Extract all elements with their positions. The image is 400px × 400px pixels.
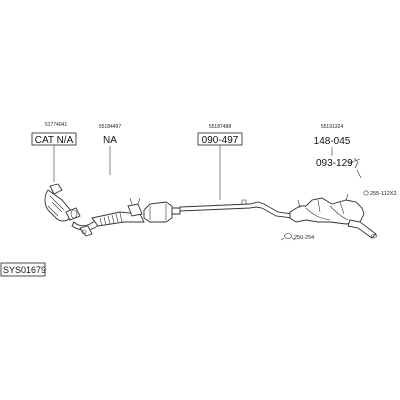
catalyst-drawing: [44, 183, 81, 222]
rubber-mount-icon: [363, 190, 369, 196]
part-label-rubber-mount: 255-112X2: [370, 191, 397, 197]
callout-center-pipe: 55187488 090-497: [197, 124, 243, 200]
callout-clamp: 250-254: [280, 233, 314, 241]
clamp-bolt-icon: [280, 237, 296, 241]
callout-catalyst: 51774041 CAT N/A: [31, 122, 77, 182]
system-code-box: [0, 262, 46, 277]
system-code: SYS01679: [3, 265, 46, 275]
part-label-center-pipe: 090-497: [202, 135, 239, 146]
center-pipe-drawing: [179, 199, 293, 219]
system-code-badge: SYS01679: [0, 262, 46, 277]
part-label-rear-silencer: 148-045: [314, 136, 351, 147]
clamp-icon: [284, 233, 292, 239]
oe-number-front-pipe: 55184497: [99, 124, 121, 130]
center-catalyst-drawing: [143, 201, 181, 223]
callout-rubber-mount: 255-112X2: [363, 190, 397, 197]
exhaust-drawing: [44, 183, 377, 239]
part-label-front-pipe: NA: [103, 135, 117, 146]
part-label-clamp: 250-254: [294, 235, 314, 241]
front-pipe-drawing: [71, 197, 145, 237]
rear-silencer-drawing: [289, 193, 377, 239]
callout-bracket: 093-129: [316, 157, 362, 179]
callout-front-pipe: 55184497 NA: [99, 124, 121, 175]
callout-rear-silencer: 55191324 148-045: [314, 124, 351, 156]
oe-number-rear-silencer: 55191324: [321, 124, 343, 130]
part-label-catalyst: CAT N/A: [35, 135, 74, 146]
oe-number-catalyst: 51774041: [45, 122, 67, 128]
hanger-bracket-icon: [351, 157, 362, 179]
oe-number-center-pipe: 55187488: [209, 124, 231, 130]
part-label-bracket: 093-129: [316, 158, 353, 169]
